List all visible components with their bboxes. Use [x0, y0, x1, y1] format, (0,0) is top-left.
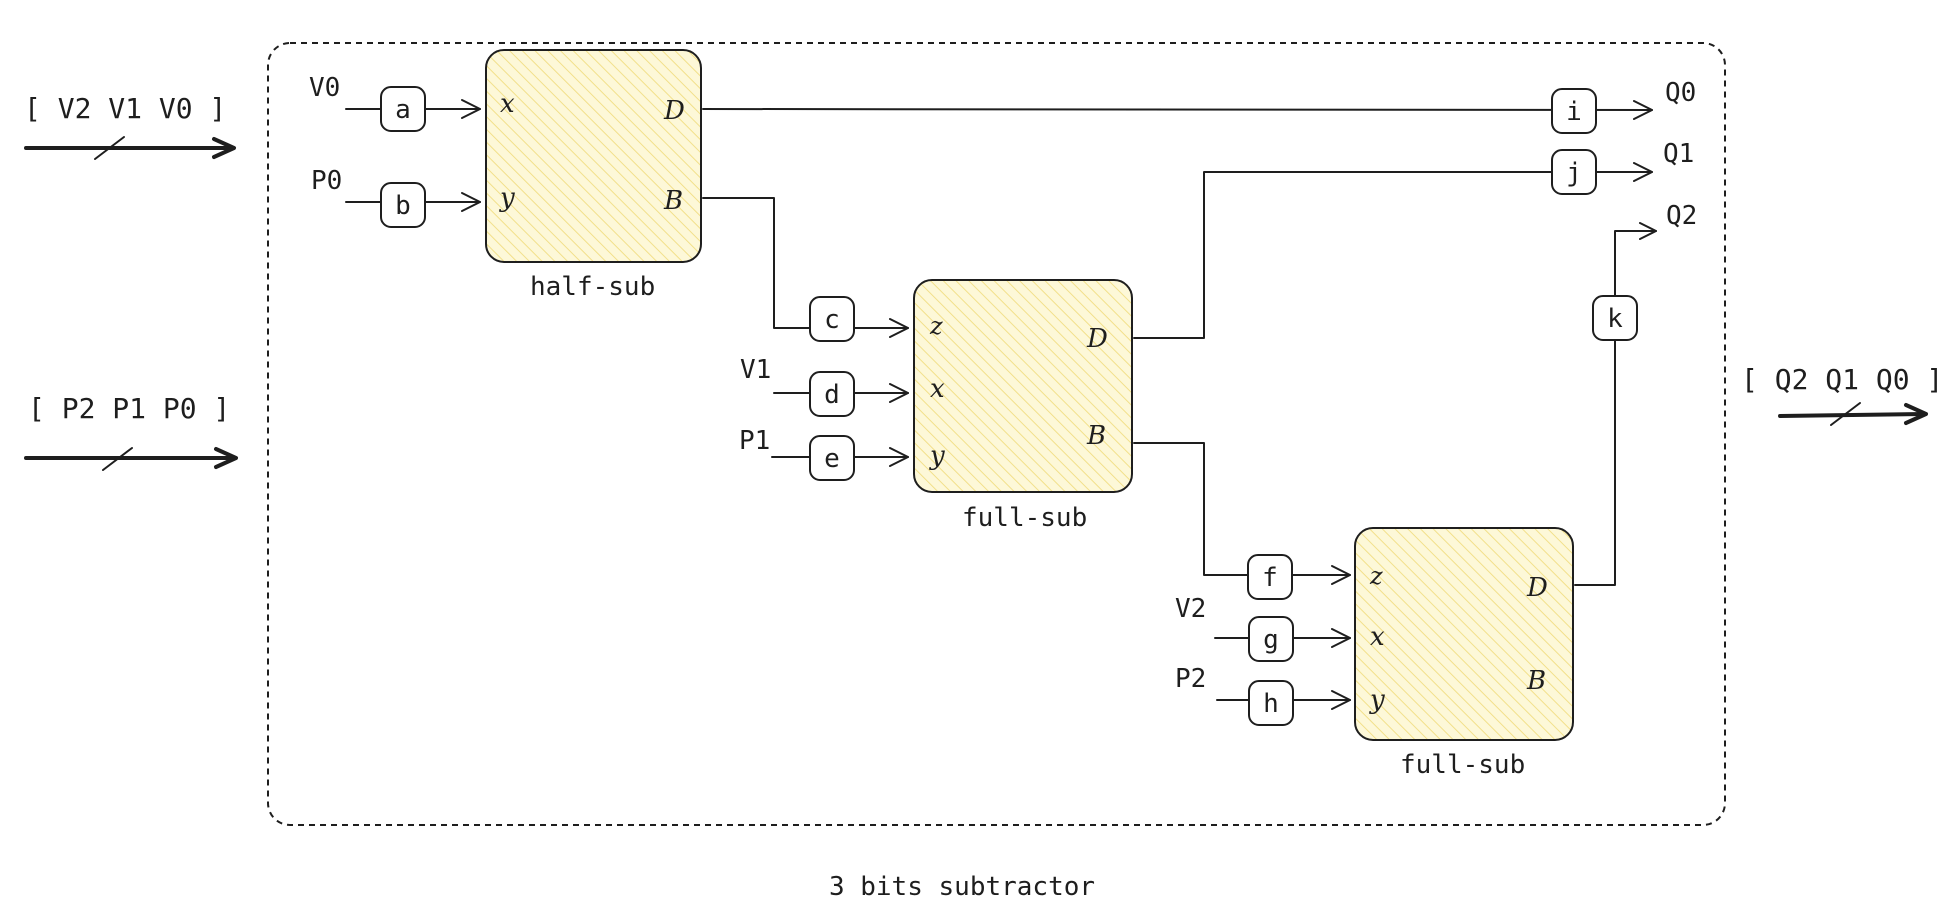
signal-v2: V2	[1175, 594, 1206, 624]
signal-q0: Q0	[1665, 78, 1696, 108]
full-sub-1-port-d: D	[1086, 324, 1108, 354]
full-sub-2-port-b: B	[1526, 666, 1546, 696]
tag-j: j	[1551, 149, 1597, 195]
bus-label-q: [ Q2 Q1 Q0 ]	[1741, 363, 1943, 396]
full-sub-2-port-y: y	[1369, 685, 1385, 715]
bus-arrow-v	[24, 136, 236, 160]
wire-c	[702, 197, 909, 338]
signal-p1: P1	[739, 426, 770, 456]
wire-j	[1133, 162, 1653, 339]
full-sub-2-port-x: x	[1370, 622, 1385, 652]
tag-f: f	[1247, 554, 1293, 600]
full-sub-block-1: z x y D B	[913, 279, 1133, 493]
tag-k: k	[1592, 295, 1638, 341]
bus-arrow-p	[24, 447, 238, 471]
tag-e: e	[809, 435, 855, 481]
signal-v0: V0	[309, 73, 340, 103]
tag-d: d	[809, 371, 855, 417]
svg-text:k: k	[1607, 304, 1623, 334]
half-sub-port-x: x	[500, 89, 515, 119]
half-sub-block: x y D B	[485, 49, 702, 263]
full-sub-2-label: full-sub	[1400, 750, 1525, 780]
svg-text:b: b	[395, 191, 411, 221]
signal-q2: Q2	[1666, 201, 1697, 231]
system-boundary	[267, 42, 1726, 826]
tag-b: b	[380, 182, 426, 228]
svg-text:a: a	[395, 95, 411, 125]
full-sub-1-port-z: z	[929, 312, 943, 340]
tag-g: g	[1248, 616, 1294, 662]
wire-f	[1133, 442, 1351, 585]
half-sub-port-y: y	[499, 183, 515, 213]
svg-text:i: i	[1566, 97, 1582, 127]
full-sub-1-port-y: y	[929, 441, 945, 471]
svg-text:f: f	[1262, 563, 1278, 593]
svg-text:g: g	[1263, 625, 1279, 655]
full-sub-block-2: z x y D B	[1354, 527, 1574, 741]
full-sub-1-label: full-sub	[962, 503, 1087, 533]
tag-h: h	[1248, 680, 1294, 726]
signal-v1: V1	[740, 355, 771, 385]
tag-a: a	[380, 86, 426, 132]
tag-i: i	[1551, 88, 1597, 134]
svg-text:d: d	[824, 380, 840, 410]
bus-label-p: [ P2 P1 P0 ]	[28, 392, 230, 425]
signal-p2: P2	[1175, 664, 1206, 694]
half-sub-label: half-sub	[530, 272, 655, 302]
svg-text:h: h	[1263, 689, 1279, 719]
wire-k	[1574, 222, 1657, 586]
wire-i	[702, 100, 1653, 120]
full-sub-2-port-z: z	[1369, 562, 1383, 590]
signal-q1: Q1	[1663, 139, 1694, 169]
svg-text:e: e	[824, 444, 840, 474]
diagram-caption: 3 bits subtractor	[829, 872, 1095, 898]
signal-p0: P0	[311, 166, 342, 196]
bus-label-v: [ V2 V1 V0 ]	[24, 92, 226, 125]
svg-text:c: c	[824, 305, 840, 335]
tag-c: c	[809, 296, 855, 342]
bus-arrow-q	[1778, 402, 1928, 426]
full-sub-1-port-b: B	[1086, 421, 1106, 451]
full-sub-2-port-d: D	[1526, 573, 1548, 603]
half-sub-port-b: B	[663, 186, 683, 216]
full-sub-1-port-x: x	[930, 374, 945, 404]
half-sub-port-d: D	[663, 96, 685, 126]
svg-text:j: j	[1566, 158, 1582, 188]
